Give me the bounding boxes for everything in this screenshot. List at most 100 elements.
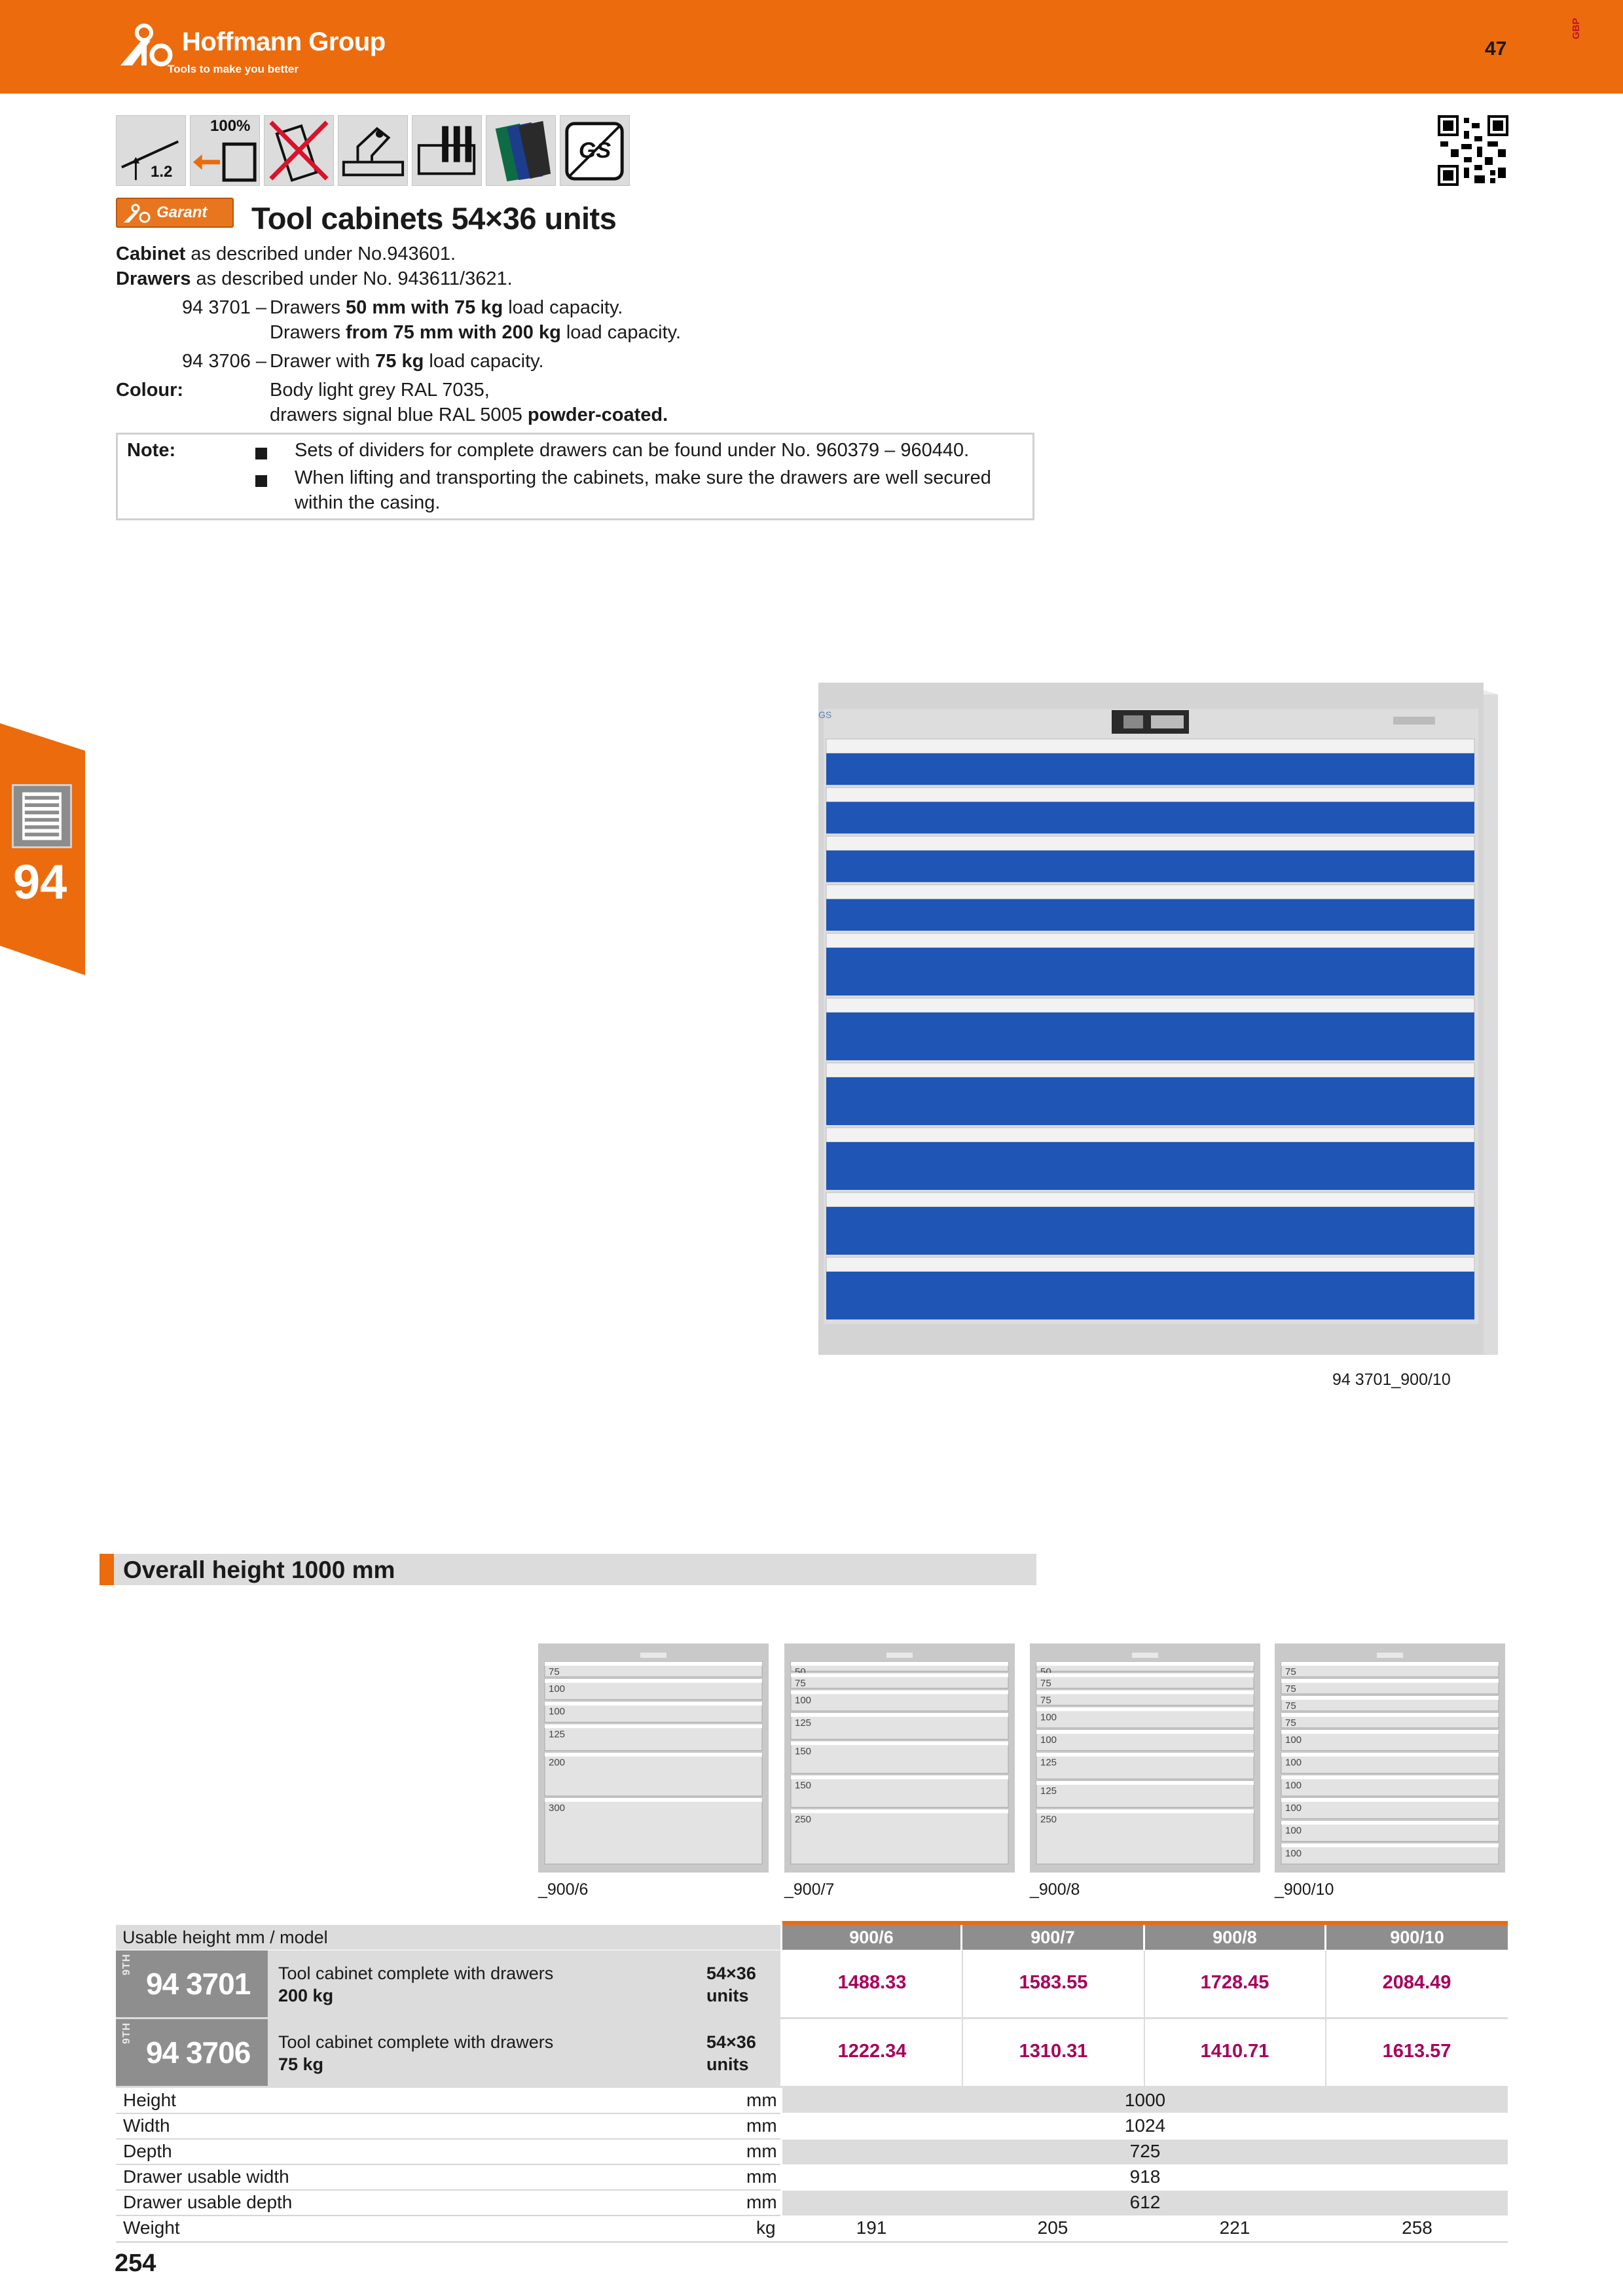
article-3701-spec-2: Drawers from 75 mm with 200 kg load capa… <box>270 322 682 343</box>
variant-drawer-height: 75 <box>795 1677 806 1689</box>
article-units-line2: units <box>706 1986 749 2005</box>
section-title: Overall height 1000 mm <box>123 1556 395 1583</box>
variant-drawer-handle <box>791 1690 1008 1695</box>
variant-drawer-height: 125 <box>1040 1785 1057 1797</box>
article-desc-line1: Tool cabinet complete with drawers <box>278 2032 554 2052</box>
weight-900-7: 205 <box>1037 2217 1068 2238</box>
variant-drawer-handle <box>1036 1781 1254 1785</box>
colour-line-2: drawers signal blue RAL 5005 powder-coat… <box>270 404 668 425</box>
variant-drawer-height: 250 <box>795 1814 811 1825</box>
spec-value-width: 1024 <box>1124 2115 1166 2136</box>
variant-drawer <box>790 1774 1009 1808</box>
variant-lock <box>886 1653 913 1658</box>
cabinet-chapter-icon <box>12 784 72 848</box>
variant-lock <box>1132 1653 1158 1658</box>
variant-drawer-handle <box>545 1724 762 1729</box>
qr-code-icon[interactable] <box>1438 115 1508 186</box>
variant-drawer-handle <box>1281 1798 1499 1802</box>
spec-unit-weight: kg <box>756 2217 776 2238</box>
variant-label-900-8: _900/8 <box>1030 1880 1080 1899</box>
article-number: 94 3701 <box>146 1967 251 2001</box>
variant-drawer-handle <box>1281 1679 1499 1683</box>
variant-drawer-height: 75 <box>1040 1677 1051 1689</box>
model-header-900-8: 900/8 <box>1145 1925 1324 1950</box>
drawer-dividers-icon <box>412 115 482 186</box>
price-943706-900-10: 1613.57 <box>1382 2041 1451 2062</box>
column-divider <box>1325 1950 1326 2086</box>
drawer-front <box>826 1272 1474 1319</box>
variant-drawer-handle <box>545 1662 762 1666</box>
variant-lock <box>640 1653 666 1658</box>
row-divider <box>116 2086 1508 2088</box>
variant-drawer-height: 100 <box>1285 1803 1302 1814</box>
drawer-front <box>826 850 1474 882</box>
spec-divider <box>116 2215 780 2216</box>
variant-drawer-handle <box>1281 1696 1499 1700</box>
spec-value-drawer-depth: 612 <box>1129 2192 1161 2212</box>
article-units-line1: 54×36 <box>706 2032 756 2052</box>
article-desc-line2: 75 kg <box>278 2054 324 2074</box>
spec-unit-depth: mm <box>746 2141 777 2161</box>
article-tag: 9TH <box>121 2022 132 2044</box>
article-3706-spec: Drawer with 75 kg load capacity. <box>270 351 544 372</box>
drawer-handle <box>826 836 1475 851</box>
article-units-line1: 54×36 <box>706 1964 756 1983</box>
table-header-label: Usable height mm / model <box>122 1928 328 1947</box>
variant-drawer-handle <box>1281 1730 1499 1734</box>
price-943701-900-6: 1488.33 <box>837 1972 907 1993</box>
spec-unit-drawer-depth: mm <box>746 2192 777 2212</box>
drawers-description: Drawers as described under No. 943611/36… <box>116 268 513 289</box>
brand-tagline: Tools to make you better <box>168 63 299 75</box>
variant-drawer-handle <box>545 1752 762 1757</box>
price-943701-900-7: 1583.55 <box>1019 1972 1088 1993</box>
spec-unit-height: mm <box>746 2090 777 2110</box>
variant-drawer-height: 100 <box>549 1683 565 1695</box>
anti-tip-icon <box>264 115 334 186</box>
variant-drawer-height: 100 <box>549 1706 565 1717</box>
spec-divider <box>116 2138 780 2140</box>
page-number-bottom: 254 <box>115 2250 156 2277</box>
spec-value-band <box>782 2088 1508 2113</box>
model-header-900-6: 900/6 <box>782 1925 960 1950</box>
variant-drawer-height: 75 <box>549 1666 560 1677</box>
variant-drawer-height: 100 <box>1285 1734 1302 1746</box>
spec-value-band <box>782 2191 1508 2215</box>
variant-drawer-height: 75 <box>1285 1666 1296 1677</box>
variant-drawer-handle <box>791 1809 1008 1814</box>
variant-drawer <box>790 1712 1009 1740</box>
drawer-front <box>826 948 1474 996</box>
feature-icons-row: 1.2 100% <box>116 115 630 187</box>
brand-name: Hoffmann Group <box>182 27 386 56</box>
note-box: Note: Sets of dividers for complete draw… <box>116 433 1034 520</box>
full-extension-icon: 100% <box>190 115 260 186</box>
variant-drawer-handle <box>545 1679 762 1683</box>
model-header-900-10: 900/10 <box>1326 1925 1508 1950</box>
article-number-box: 9TH 94 3706 <box>116 2019 268 2086</box>
variant-drawer-handle <box>1036 1730 1254 1734</box>
garant-brand-text: Garant <box>156 204 208 221</box>
row-divider <box>116 2241 1508 2243</box>
variant-drawer <box>1036 1808 1254 1865</box>
variant-drawer-handle <box>545 1701 762 1706</box>
garant-logo-icon <box>124 204 151 223</box>
variant-drawer-handle <box>791 1713 1008 1717</box>
variant-drawer-handle <box>1281 1662 1499 1666</box>
article-desc-line2: 200 kg <box>278 1986 334 2005</box>
spec-value-band <box>782 2114 1508 2139</box>
garant-brand-badge: Garant <box>116 198 234 228</box>
page-title: Tool cabinets 54×36 units <box>251 201 617 236</box>
drawer-handle <box>826 1062 1475 1078</box>
region-code: GBP <box>1571 18 1582 39</box>
page-number-top: 47 <box>1485 38 1507 60</box>
variant-drawer-height: 100 <box>1285 1780 1302 1791</box>
note-item-2-continued: within the casing. <box>295 492 441 513</box>
variant-drawer-handle <box>1036 1662 1254 1666</box>
spec-value-height: 1000 <box>1124 2090 1166 2110</box>
variant-drawer-handle <box>1036 1809 1254 1814</box>
note-item-2: When lifting and transporting the cabine… <box>295 467 991 488</box>
bullet-icon <box>255 475 267 487</box>
page-header: Hoffmann Group Tools to make you better … <box>0 0 1623 94</box>
variant-label-900-7: _900/7 <box>784 1880 835 1899</box>
